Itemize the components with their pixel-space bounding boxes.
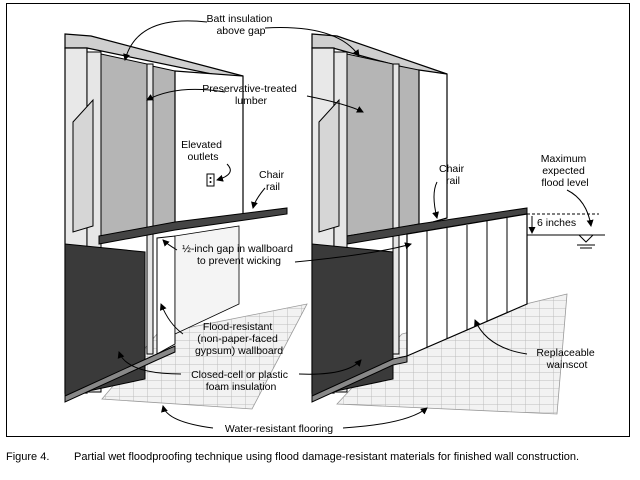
label-closed-cell-foam: Closed-cell or plastic foam insulation <box>191 369 291 393</box>
wall-diagram: Batt insulation above gap Preservative-t… <box>64 13 605 435</box>
right-foam-insulation <box>311 243 394 397</box>
figure-frame: Batt insulation above gap Preservative-t… <box>6 3 630 437</box>
labels: Batt insulation above gap Preservative-t… <box>181 13 597 435</box>
leader-lines <box>117 20 594 429</box>
water-level-icon <box>577 234 595 249</box>
left-lower-wallboard <box>156 235 176 355</box>
caption-number: Figure 4. <box>6 451 50 463</box>
right-upper-wallboard <box>418 69 448 227</box>
label-six-inches: 6 inches <box>537 217 576 229</box>
caption-text: Partial wet floodproofing technique usin… <box>74 451 580 463</box>
label-max-flood-level: Maximum expected flood level <box>541 153 589 189</box>
label-replaceable-wainscot: Replaceable wainscot <box>536 347 597 371</box>
left-wall <box>64 33 308 410</box>
label-chair-rail-right: Chair rail <box>439 163 467 187</box>
label-half-inch-gap: ½-inch gap in wallboard to prevent wicki… <box>182 243 296 267</box>
label-elevated-outlets: Elevated outlets <box>181 139 225 163</box>
label-treated-lumber: Preservative-treated lumber <box>202 83 299 107</box>
label-chair-rail-left: Chair rail <box>259 169 287 193</box>
label-flood-resistant-wallboard: Flood-resistant (non-paper-faced gypsum)… <box>195 321 283 357</box>
figure-caption: Figure 4. Partial wet floodproofing techn… <box>6 450 626 464</box>
left-foam-insulation <box>64 243 146 397</box>
right-batt-insulation <box>346 53 394 237</box>
label-water-resistant-flooring: Water-resistant flooring <box>225 423 333 435</box>
left-batt-insulation <box>100 53 148 237</box>
right-wall <box>311 33 605 415</box>
label-batt-insulation: Batt insulation above gap <box>207 13 276 37</box>
outlet-icon <box>206 173 215 187</box>
left-chair-rail <box>98 207 288 245</box>
